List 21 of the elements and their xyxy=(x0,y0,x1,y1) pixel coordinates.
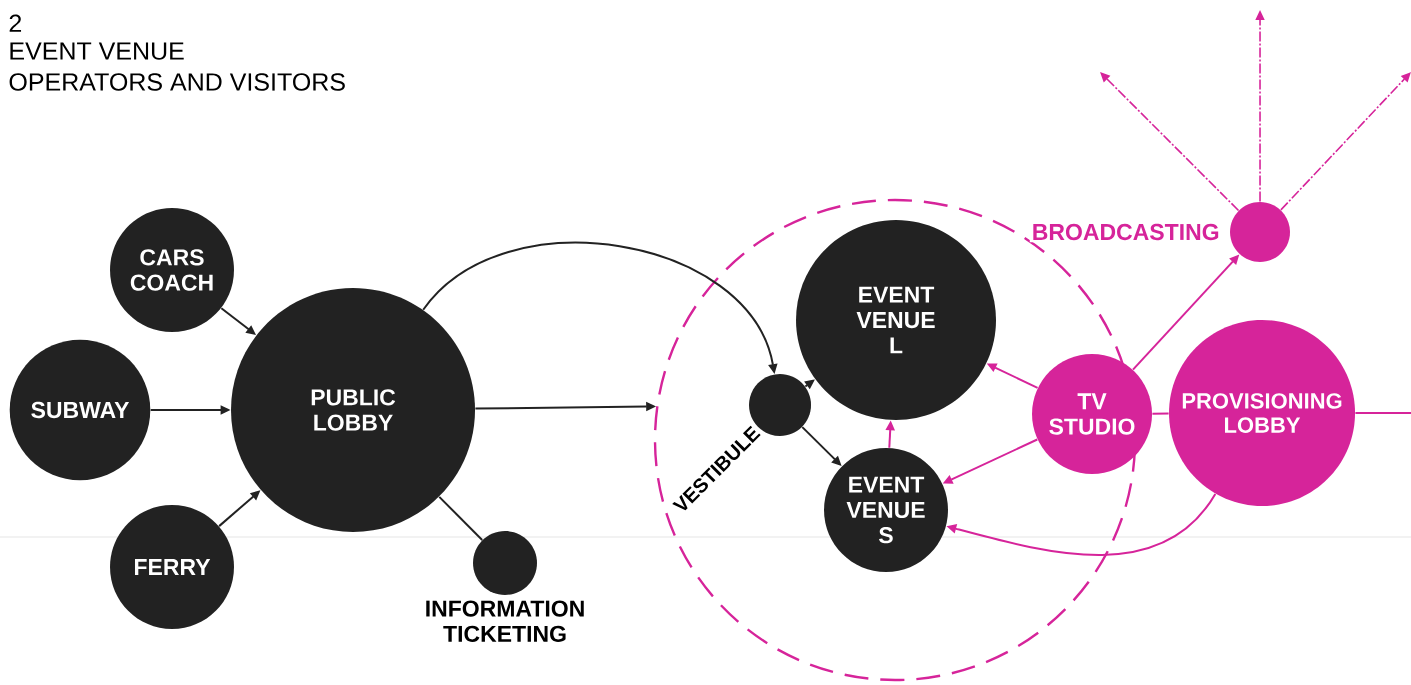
node-label: PROVISIONING LOBBY xyxy=(1182,393,1342,433)
circle-node xyxy=(110,208,234,332)
circle-node xyxy=(110,505,234,629)
heading-number: 2 xyxy=(9,14,22,32)
node-label: TV STUDIO xyxy=(1049,393,1135,435)
circle-node xyxy=(9,339,151,481)
arrow xyxy=(1280,72,1411,211)
circle-node xyxy=(1169,320,1355,506)
circle-node xyxy=(796,220,996,420)
node-label: FERRY xyxy=(135,559,211,575)
circle-node xyxy=(1032,354,1152,474)
node-label: INFORMATION TICKETING xyxy=(426,600,584,642)
circle-node xyxy=(824,448,948,572)
arrow xyxy=(1100,72,1240,212)
node-label: PUBLIC LOBBY xyxy=(311,389,396,431)
title: EVENT VENUE OPERATORS AND VISITORS xyxy=(9,42,345,91)
node-label: EVENT VENUE S xyxy=(846,476,925,544)
circle-node xyxy=(231,288,475,532)
node-label: EVENT VENUE L xyxy=(856,286,935,354)
node-label: SUBWAY xyxy=(31,401,130,419)
node-label: CARS COACH xyxy=(130,249,213,291)
